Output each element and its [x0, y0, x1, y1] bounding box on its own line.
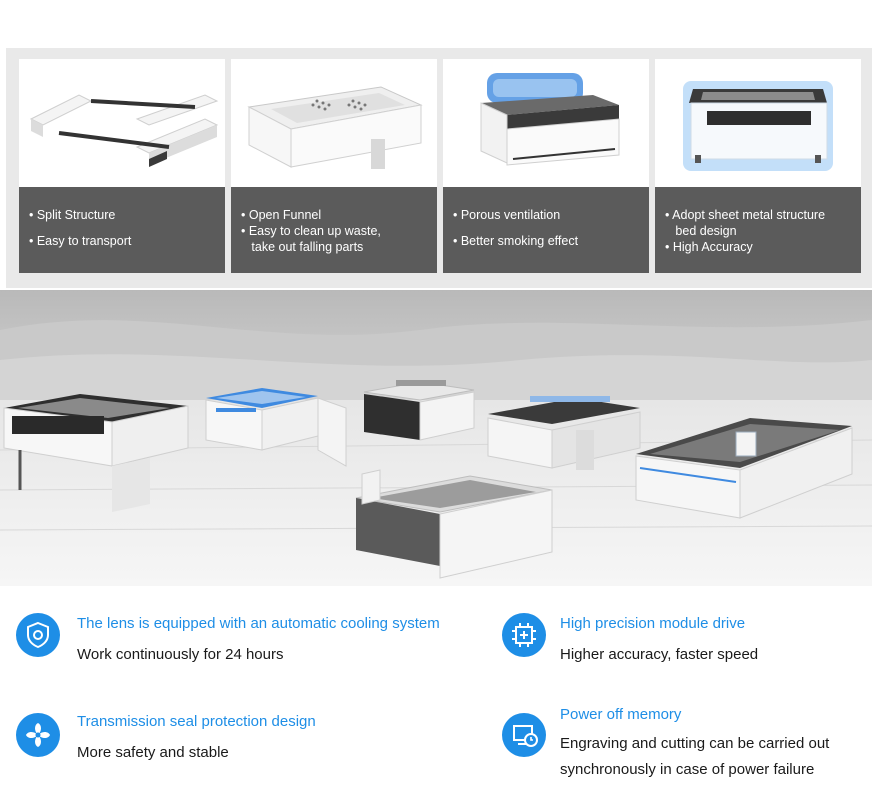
chip-icon	[502, 613, 546, 657]
caption-line: • Better smoking effect	[453, 234, 579, 248]
caption-line: • Split Structure	[29, 208, 116, 222]
caption-line: • Open Funnel	[241, 208, 322, 222]
caption-line: • Easy to transport	[29, 234, 132, 248]
feature-title: The lens is equipped with an automatic c…	[77, 615, 440, 632]
feature-description: Engraving and cutting can be carried out	[560, 735, 830, 752]
feature-description: Work continuously for 24 hours	[77, 646, 284, 663]
fan-icon	[16, 713, 60, 757]
feature-card-sheet-metal: • Adopt sheet metal structure bed design…	[655, 59, 861, 273]
caption-line: • Porous ventilation	[453, 208, 561, 222]
feature-title: Power off memory	[560, 706, 682, 723]
feature-description: Higher accuracy, faster speed	[560, 646, 759, 663]
caption-line: • Easy to clean up waste,	[241, 224, 381, 238]
caption-line: bed design	[665, 224, 737, 238]
caption-line: take out falling parts	[241, 240, 364, 254]
split-structure-caption: • Split Structure • Easy to transport	[19, 187, 225, 273]
shield-icon	[16, 613, 60, 657]
sheet-metal-caption: • Adopt sheet metal structure bed design…	[655, 187, 861, 273]
feature-description: synchronously in case of power failure	[560, 761, 815, 778]
sheet-metal-image	[655, 59, 861, 187]
feature-card-split-structure: • Split Structure • Easy to transport	[19, 59, 225, 273]
open-funnel-image	[231, 59, 437, 187]
porous-ventilation-caption: • Porous ventilation • Better smoking ef…	[443, 187, 649, 273]
open-funnel-caption: • Open Funnel • Easy to clean up waste, …	[231, 187, 437, 273]
monitor-clock-icon	[502, 713, 546, 757]
split-structure-image	[19, 59, 225, 187]
feature-card-open-funnel: • Open Funnel • Easy to clean up waste, …	[231, 59, 437, 273]
caption-line: • High Accuracy	[665, 240, 753, 254]
caption-line: • Adopt sheet metal structure	[665, 208, 826, 222]
porous-ventilation-image	[443, 59, 649, 187]
product-lineup-image	[0, 290, 872, 586]
feature-title: High precision module drive	[560, 615, 746, 632]
feature-card-porous-ventilation: • Porous ventilation • Better smoking ef…	[443, 59, 649, 273]
feature-description: More safety and stable	[77, 744, 229, 761]
feature-title: Transmission seal protection design	[77, 713, 316, 730]
